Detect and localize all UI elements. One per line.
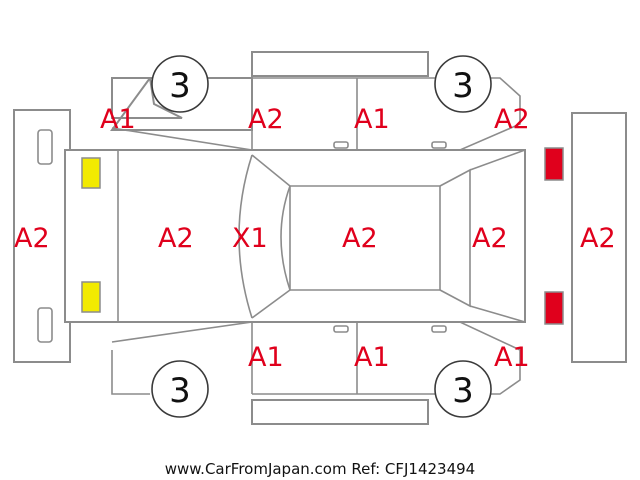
code-bottom-rear-fender: A1 — [494, 342, 530, 373]
code-top-front-door: A2 — [248, 104, 284, 135]
code-windshield: X1 — [232, 223, 268, 254]
taillights — [544, 147, 564, 325]
headlights — [81, 157, 101, 313]
code-bottom-front-door: A1 — [248, 342, 284, 373]
tire-rear-top-grade: 3 — [452, 66, 474, 106]
tire-front-bottom: 3 — [151, 360, 209, 418]
headlight-bottom — [81, 281, 101, 313]
tire-front-top: 3 — [151, 55, 209, 113]
top-side-panels — [110, 51, 521, 185]
tire-front-top-grade: 3 — [169, 66, 191, 106]
code-roof: A2 — [342, 223, 378, 254]
code-top-rear-door: A1 — [354, 104, 390, 135]
code-hood: A2 — [158, 223, 194, 254]
code-rear-bumper: A2 — [580, 223, 616, 254]
car-body-top-view — [64, 149, 526, 323]
code-rear-window: A2 — [472, 223, 508, 254]
code-top-rear-fender: A2 — [494, 104, 530, 135]
code-bottom-rear-door: A1 — [354, 342, 390, 373]
front-bumper — [13, 109, 71, 363]
rear-bumper — [571, 112, 627, 363]
tire-front-bottom-grade: 3 — [169, 371, 191, 411]
tire-rear-top: 3 — [434, 55, 492, 113]
code-top-front-fender: A1 — [100, 104, 136, 135]
headlight-top — [81, 157, 101, 189]
footer-reference: www.CarFromJapan.com Ref: CFJ1423494 — [165, 460, 475, 478]
tire-rear-bottom-grade: 3 — [452, 371, 474, 411]
taillight-top — [544, 147, 564, 181]
tire-rear-bottom: 3 — [434, 360, 492, 418]
code-front-bumper: A2 — [14, 223, 50, 254]
taillight-bottom — [544, 291, 564, 325]
